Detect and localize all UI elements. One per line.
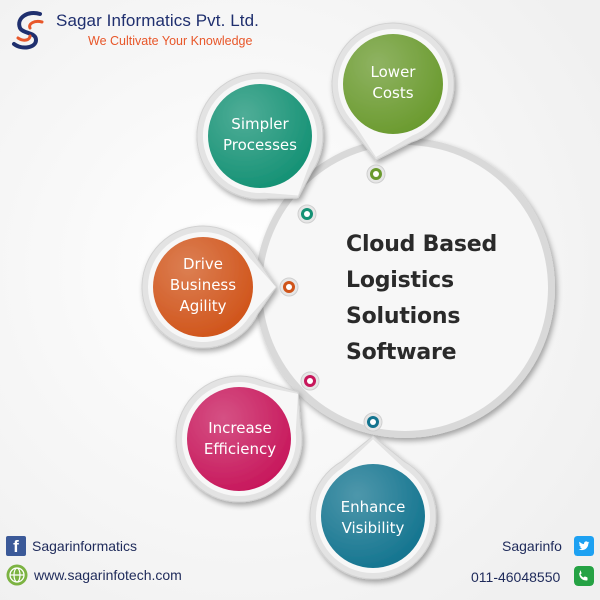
center-title-line-3: Solutions — [346, 304, 461, 329]
bubble-simpler-processes — [196, 72, 324, 200]
bubble-enhance-visibility-fill — [321, 464, 425, 568]
bubble-enhance-visibility-connector-dot — [363, 412, 383, 432]
tagline: We Cultivate Your Knowledge — [88, 34, 253, 48]
bubbles-layer — [141, 22, 455, 580]
twitter-link[interactable]: Sagarinfo — [502, 538, 562, 554]
company-name: Sagar Informatics Pvt. Ltd. — [56, 11, 260, 30]
bubble-lower-costs-connector-dot — [366, 164, 386, 184]
bubble-increase-efficiency — [175, 375, 303, 503]
logo-icon — [12, 11, 44, 50]
website-link[interactable]: www.sagarinfotech.com — [34, 567, 182, 583]
central-circle — [255, 138, 555, 438]
bubble-simpler-processes-connector-dot — [297, 204, 317, 224]
facebook-icon[interactable]: f — [6, 536, 26, 556]
bubble-enhance-visibility — [309, 435, 437, 580]
globe-icon[interactable] — [6, 564, 28, 586]
phone-number[interactable]: 011-46048550 — [471, 569, 561, 585]
bubble-drive-business-agility — [141, 225, 277, 349]
twitter-icon[interactable] — [574, 536, 594, 556]
bubble-drive-business-agility-connector-dot — [279, 277, 299, 297]
bubble-drive-business-agility-fill — [153, 237, 253, 337]
bubble-increase-efficiency-connector-dot — [300, 371, 320, 391]
bubble-increase-efficiency-fill — [187, 387, 291, 491]
center-title-line-2: Logistics — [346, 268, 454, 293]
facebook-link[interactable]: Sagarinformatics — [32, 538, 138, 554]
center-title-line-1: Cloud Based — [346, 232, 498, 257]
center-title-line-4: Software — [346, 340, 457, 365]
bubble-lower-costs — [331, 22, 455, 161]
bubble-simpler-processes-fill — [208, 84, 312, 188]
phone-icon[interactable] — [574, 566, 594, 586]
bubble-lower-costs-fill — [343, 34, 443, 134]
